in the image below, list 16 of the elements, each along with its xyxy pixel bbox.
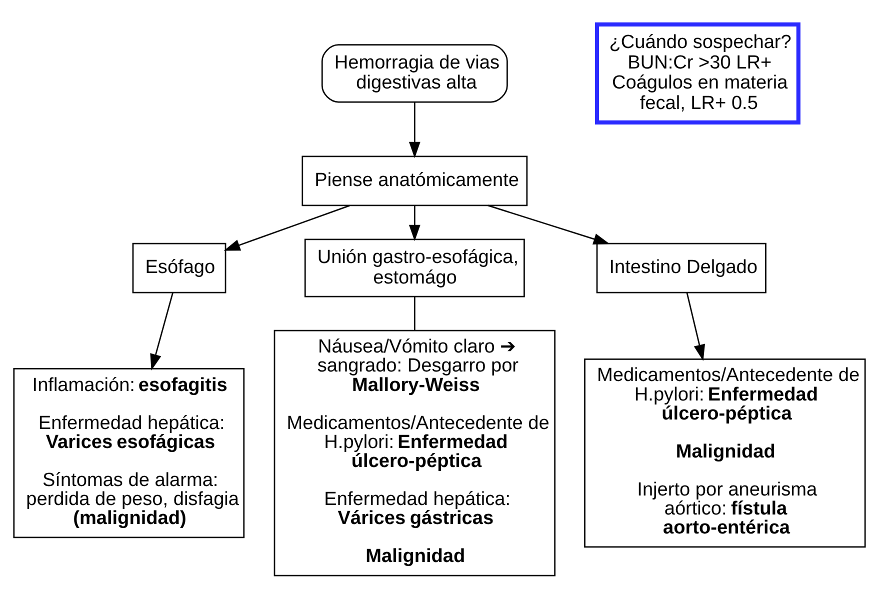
arrow	[224, 204, 350, 250]
node-box: ¿Cuándo sospechar? BUN:Cr >30 LR+ Coágulos en materia fecal, LR+ 0.5	[594, 22, 800, 124]
node-box: Intestino Delgado	[596, 242, 766, 293]
node-box: Esófago	[132, 242, 226, 293]
arrow	[408, 205, 420, 241]
node-box: Medicamentos/Antecedente de H.pylori: Enfermedad úlcero-péptica Malignidad Injerto por aneurisma aórtico: fístula aorto-entérica	[584, 358, 866, 548]
arrow	[686, 292, 706, 360]
node-box: Unión gastro-esofágica, estomágo	[304, 238, 525, 297]
node-box: Inflamación: esofagitis Enfermedad hepática: Varices esofágicas Síntomas de alarma: perdida de peso, disfagia (malignidad)	[13, 368, 245, 538]
arrow	[488, 204, 610, 244]
arrow	[150, 292, 174, 370]
connector	[414, 296, 416, 330]
arrow	[408, 102, 420, 158]
node-box: Náusea/Vómito claro ➔ sangrado: Desgarro por Mallory-Weiss Medicamentos/Antecedente de H.pylori: Enfermedad úlcero-péptica Enfermedad hepática: Várices gástricas Malignidad	[274, 329, 556, 576]
node-box: Hemorragia de vias digestivas alta	[321, 44, 508, 102]
node-box: Piense anatómicamente	[302, 155, 528, 206]
